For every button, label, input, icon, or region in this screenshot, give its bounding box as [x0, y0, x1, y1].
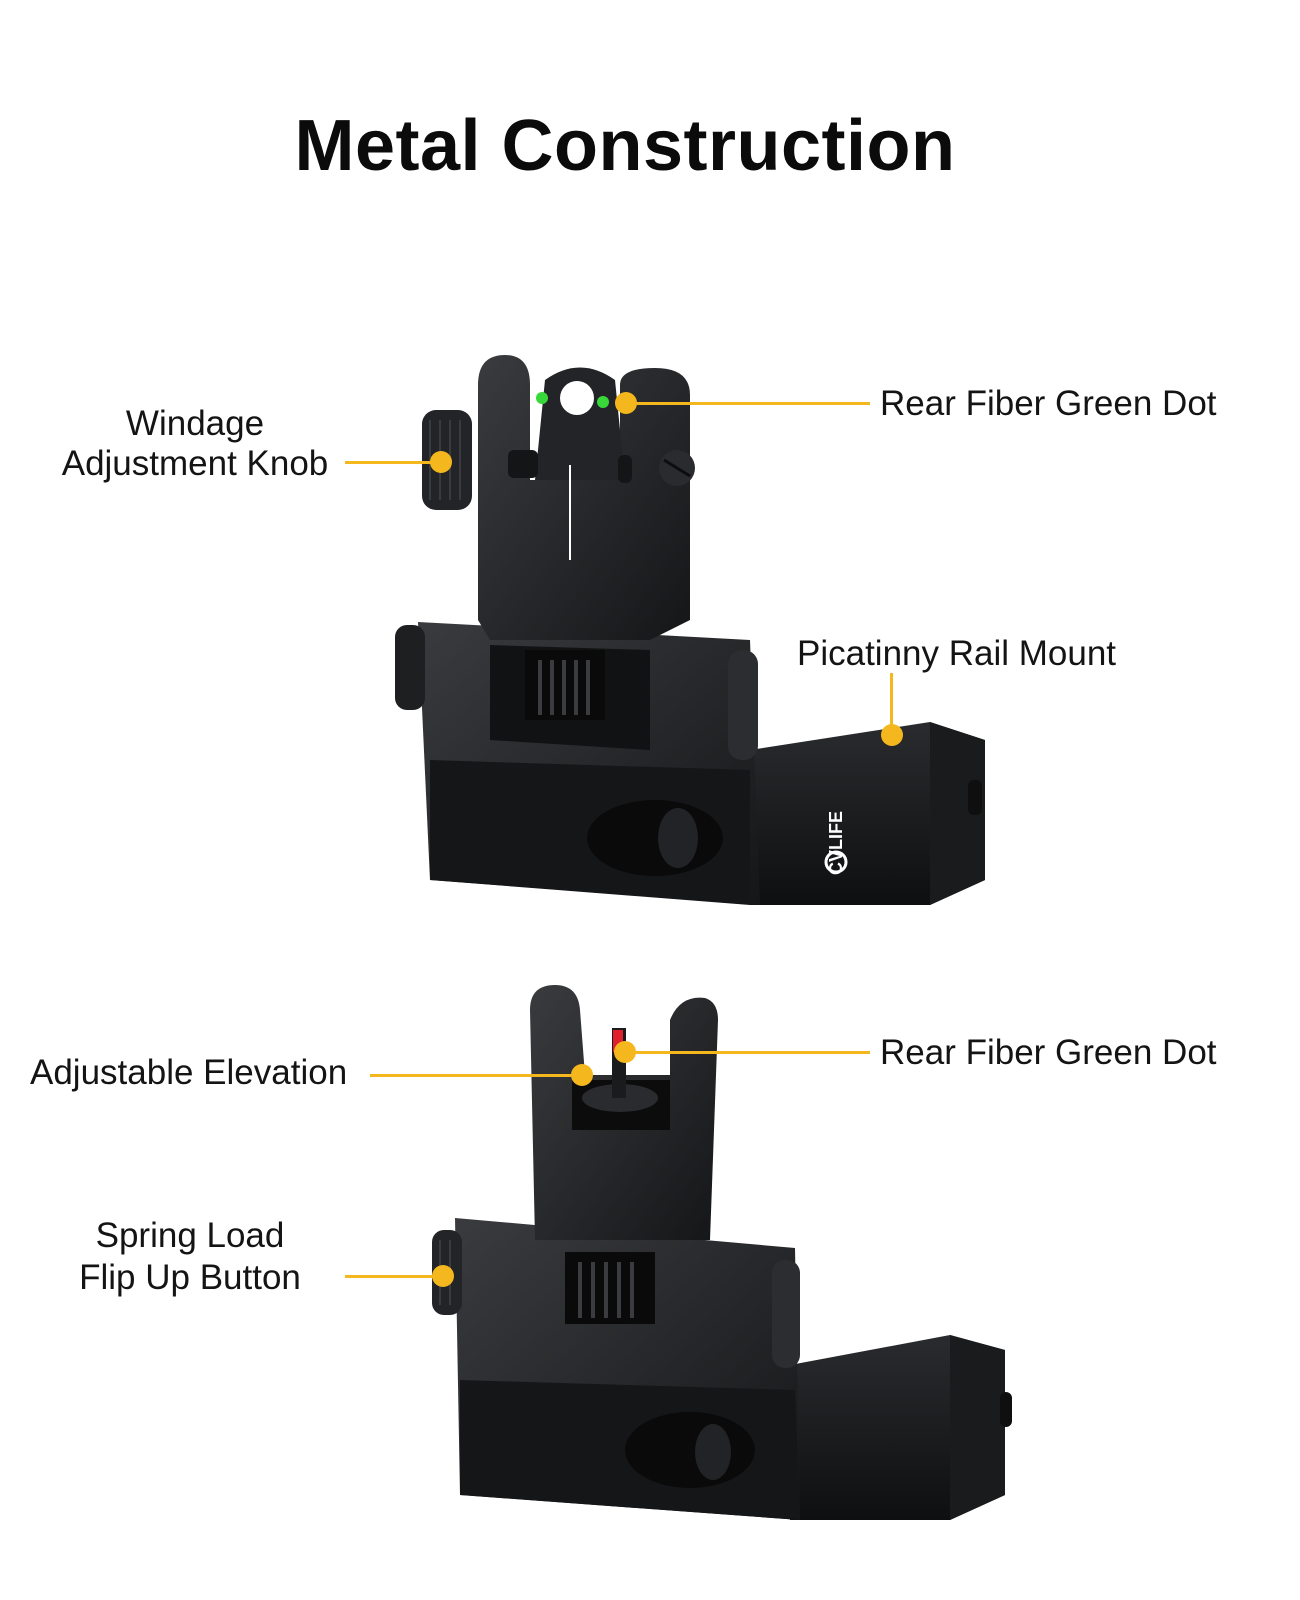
windage-label-line2: Adjustment Knob [61, 444, 329, 483]
spring-icon [525, 650, 605, 720]
green-dot-icon [597, 396, 609, 408]
picatinny-callout-dot [881, 724, 903, 746]
elevation-callout-dot [571, 1064, 593, 1086]
rear-fiber-top-line [626, 402, 870, 405]
green-dot-icon [536, 392, 548, 404]
rear-sight: CVLIFE [395, 355, 985, 905]
picatinny-callout-line [890, 673, 893, 733]
rear-fiber-bottom-label: Rear Fiber Green Dot [880, 1033, 1217, 1072]
windage-label-line1: Windage [125, 404, 265, 443]
rear-fiber-top-dot [615, 392, 637, 414]
spring-callout-dot [432, 1265, 454, 1287]
rear-fiber-top-label: Rear Fiber Green Dot [880, 384, 1217, 423]
spring-label-line2: Flip Up Button [79, 1258, 301, 1297]
windage-callout-dot [430, 451, 452, 473]
picatinny-label: Picatinny Rail Mount [797, 634, 1117, 673]
spring-callout-line [345, 1275, 443, 1278]
spring-icon [565, 1252, 655, 1324]
elevation-callout-line [370, 1074, 582, 1077]
front-sight [432, 985, 1012, 1520]
spring-label-line1: Spring Load [95, 1216, 285, 1255]
page-title: Metal Construction [294, 106, 956, 186]
rear-fiber-bottom-line [625, 1051, 870, 1054]
red-fiber-icon [613, 1030, 623, 1052]
brand-logo: CVLIFE [826, 811, 846, 875]
windage-callout-line [345, 461, 440, 464]
rear-fiber-bottom-dot [614, 1041, 636, 1063]
elevation-label: Adjustable Elevation [30, 1053, 348, 1092]
